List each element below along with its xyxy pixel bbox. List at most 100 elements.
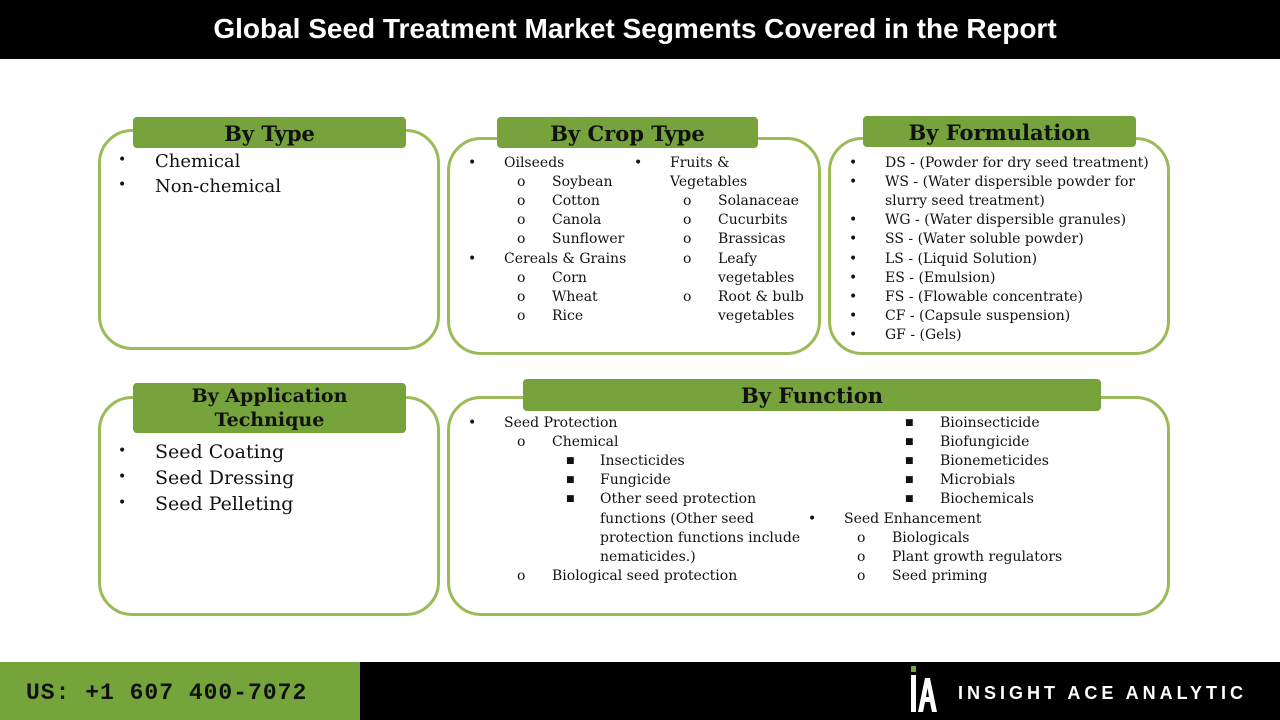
bullet: • xyxy=(468,251,477,267)
by-application-heading-line2: Technique xyxy=(214,409,325,431)
function-chemical: Chemical xyxy=(552,434,619,450)
bullet: • xyxy=(849,174,858,190)
crop-wheat: Wheat xyxy=(552,289,598,305)
crop-fruits-line2: Vegetables xyxy=(670,174,748,190)
bullet: • xyxy=(849,231,858,247)
function-microbials: Microbials xyxy=(940,472,1016,488)
sub-bullet: o xyxy=(517,270,526,286)
insight-ace-logo-icon xyxy=(911,666,937,712)
type-item-non-chemical: Non-chemical xyxy=(155,176,281,197)
bullet: • xyxy=(118,443,127,459)
function-bionemeticides: Bionemeticides xyxy=(940,453,1049,469)
function-seed-enhancement: Seed Enhancement xyxy=(844,511,982,527)
square-bullet: ■ xyxy=(566,494,575,504)
sub-bullet: o xyxy=(517,193,526,209)
function-other-line3: protection functions include xyxy=(600,530,801,546)
by-type-heading: By Type xyxy=(133,117,406,148)
bullet: • xyxy=(849,251,858,267)
sub-bullet: o xyxy=(517,289,526,305)
bullet: • xyxy=(808,511,817,527)
by-function-panel xyxy=(447,396,1170,616)
function-other-line4: nematicides.) xyxy=(600,549,696,565)
page-title: Global Seed Treatment Market Segments Co… xyxy=(213,13,1057,44)
crop-cucurbits: Cucurbits xyxy=(718,212,788,228)
brand-name: INSIGHT ACE ANALYTIC xyxy=(958,683,1248,703)
bullet: • xyxy=(849,308,858,324)
crop-corn: Corn xyxy=(552,270,587,286)
sub-bullet: o xyxy=(683,251,692,267)
bullet: • xyxy=(849,212,858,228)
crop-leafy-line2: vegetables xyxy=(718,270,795,286)
bullet: • xyxy=(118,177,127,193)
crop-leafy-line1: Leafy xyxy=(718,251,758,267)
crop-soybean: Soybean xyxy=(552,174,613,190)
crop-rice: Rice xyxy=(552,308,584,324)
square-bullet: ■ xyxy=(905,456,914,466)
formulation-cf: CF - (Capsule suspension) xyxy=(885,308,1071,324)
formulation-wg: WG - (Water dispersible granules) xyxy=(885,212,1127,228)
bullet: • xyxy=(849,155,858,171)
sub-bullet: o xyxy=(857,530,866,546)
function-bioinsecticide: Bioinsecticide xyxy=(940,415,1040,431)
function-biological: Biological seed protection xyxy=(552,568,738,584)
application-seed-coating: Seed Coating xyxy=(155,441,285,463)
by-formulation-panel xyxy=(828,137,1170,355)
sub-bullet: o xyxy=(857,568,866,584)
sub-bullet: o xyxy=(683,231,692,247)
function-fungicide: Fungicide xyxy=(600,472,671,488)
bullet: • xyxy=(634,155,643,171)
formulation-ds: DS - (Powder for dry seed treatment) xyxy=(885,155,1149,171)
by-function-heading: By Function xyxy=(523,379,1101,411)
by-type-panel xyxy=(98,129,440,350)
bullet: • xyxy=(468,415,477,431)
square-bullet: ■ xyxy=(905,437,914,447)
crop-cotton: Cotton xyxy=(552,193,600,209)
crop-brassicas: Brassicas xyxy=(718,231,786,247)
footer-brand-bar: INSIGHT ACE ANALYTIC xyxy=(360,662,1280,720)
footer-contact: US: +1 607 400-7072 xyxy=(0,662,360,720)
sub-bullet: o xyxy=(857,549,866,565)
by-formulation-heading: By Formulation xyxy=(863,116,1136,147)
function-other-line2: functions (Other seed xyxy=(600,511,754,527)
application-seed-dressing: Seed Dressing xyxy=(155,467,295,489)
title-bar: Global Seed Treatment Market Segments Co… xyxy=(0,0,1280,59)
crop-root-line1: Root & bulb xyxy=(718,289,804,305)
sub-bullet: o xyxy=(517,212,526,228)
crop-fruits-line1: Fruits & xyxy=(670,155,730,171)
square-bullet: ■ xyxy=(905,475,914,485)
phone-number[interactable]: US: +1 607 400-7072 xyxy=(26,680,308,706)
sub-bullet: o xyxy=(517,231,526,247)
by-application-heading: By Application Technique xyxy=(133,383,406,433)
by-crop-type-heading: By Crop Type xyxy=(497,117,758,148)
formulation-ws-line2: slurry seed treatment) xyxy=(885,193,1045,209)
sub-bullet: o xyxy=(683,193,692,209)
sub-bullet: o xyxy=(517,174,526,190)
function-biofungicide: Biofungicide xyxy=(940,434,1030,450)
bullet: • xyxy=(118,469,127,485)
bullet: • xyxy=(118,152,127,168)
square-bullet: ■ xyxy=(566,456,575,466)
sub-bullet: o xyxy=(683,212,692,228)
crop-oilseeds: Oilseeds xyxy=(504,155,565,171)
function-seed-priming: Seed priming xyxy=(892,568,988,584)
formulation-gf: GF - (Gels) xyxy=(885,327,962,343)
crop-cereals: Cereals & Grains xyxy=(504,251,627,267)
sub-bullet: o xyxy=(683,289,692,305)
formulation-fs: FS - (Flowable concentrate) xyxy=(885,289,1083,305)
crop-root-line2: vegetables xyxy=(718,308,795,324)
crop-solanaceae: Solanaceae xyxy=(718,193,799,209)
function-biochemicals: Biochemicals xyxy=(940,491,1034,507)
application-seed-pelleting: Seed Pelleting xyxy=(155,493,294,515)
formulation-ss: SS - (Water soluble powder) xyxy=(885,231,1084,247)
square-bullet: ■ xyxy=(566,475,575,485)
type-item-chemical: Chemical xyxy=(155,151,241,172)
function-biologicals: Biologicals xyxy=(892,530,970,546)
sub-bullet: o xyxy=(517,568,526,584)
function-seed-protection: Seed Protection xyxy=(504,415,618,431)
bullet: • xyxy=(849,270,858,286)
formulation-es: ES - (Emulsion) xyxy=(885,270,996,286)
function-other-line1: Other seed protection xyxy=(600,491,757,507)
crop-sunflower: Sunflower xyxy=(552,231,625,247)
formulation-ws-line1: WS - (Water dispersible powder for xyxy=(885,174,1136,190)
formulation-ls: LS - (Liquid Solution) xyxy=(885,251,1038,267)
